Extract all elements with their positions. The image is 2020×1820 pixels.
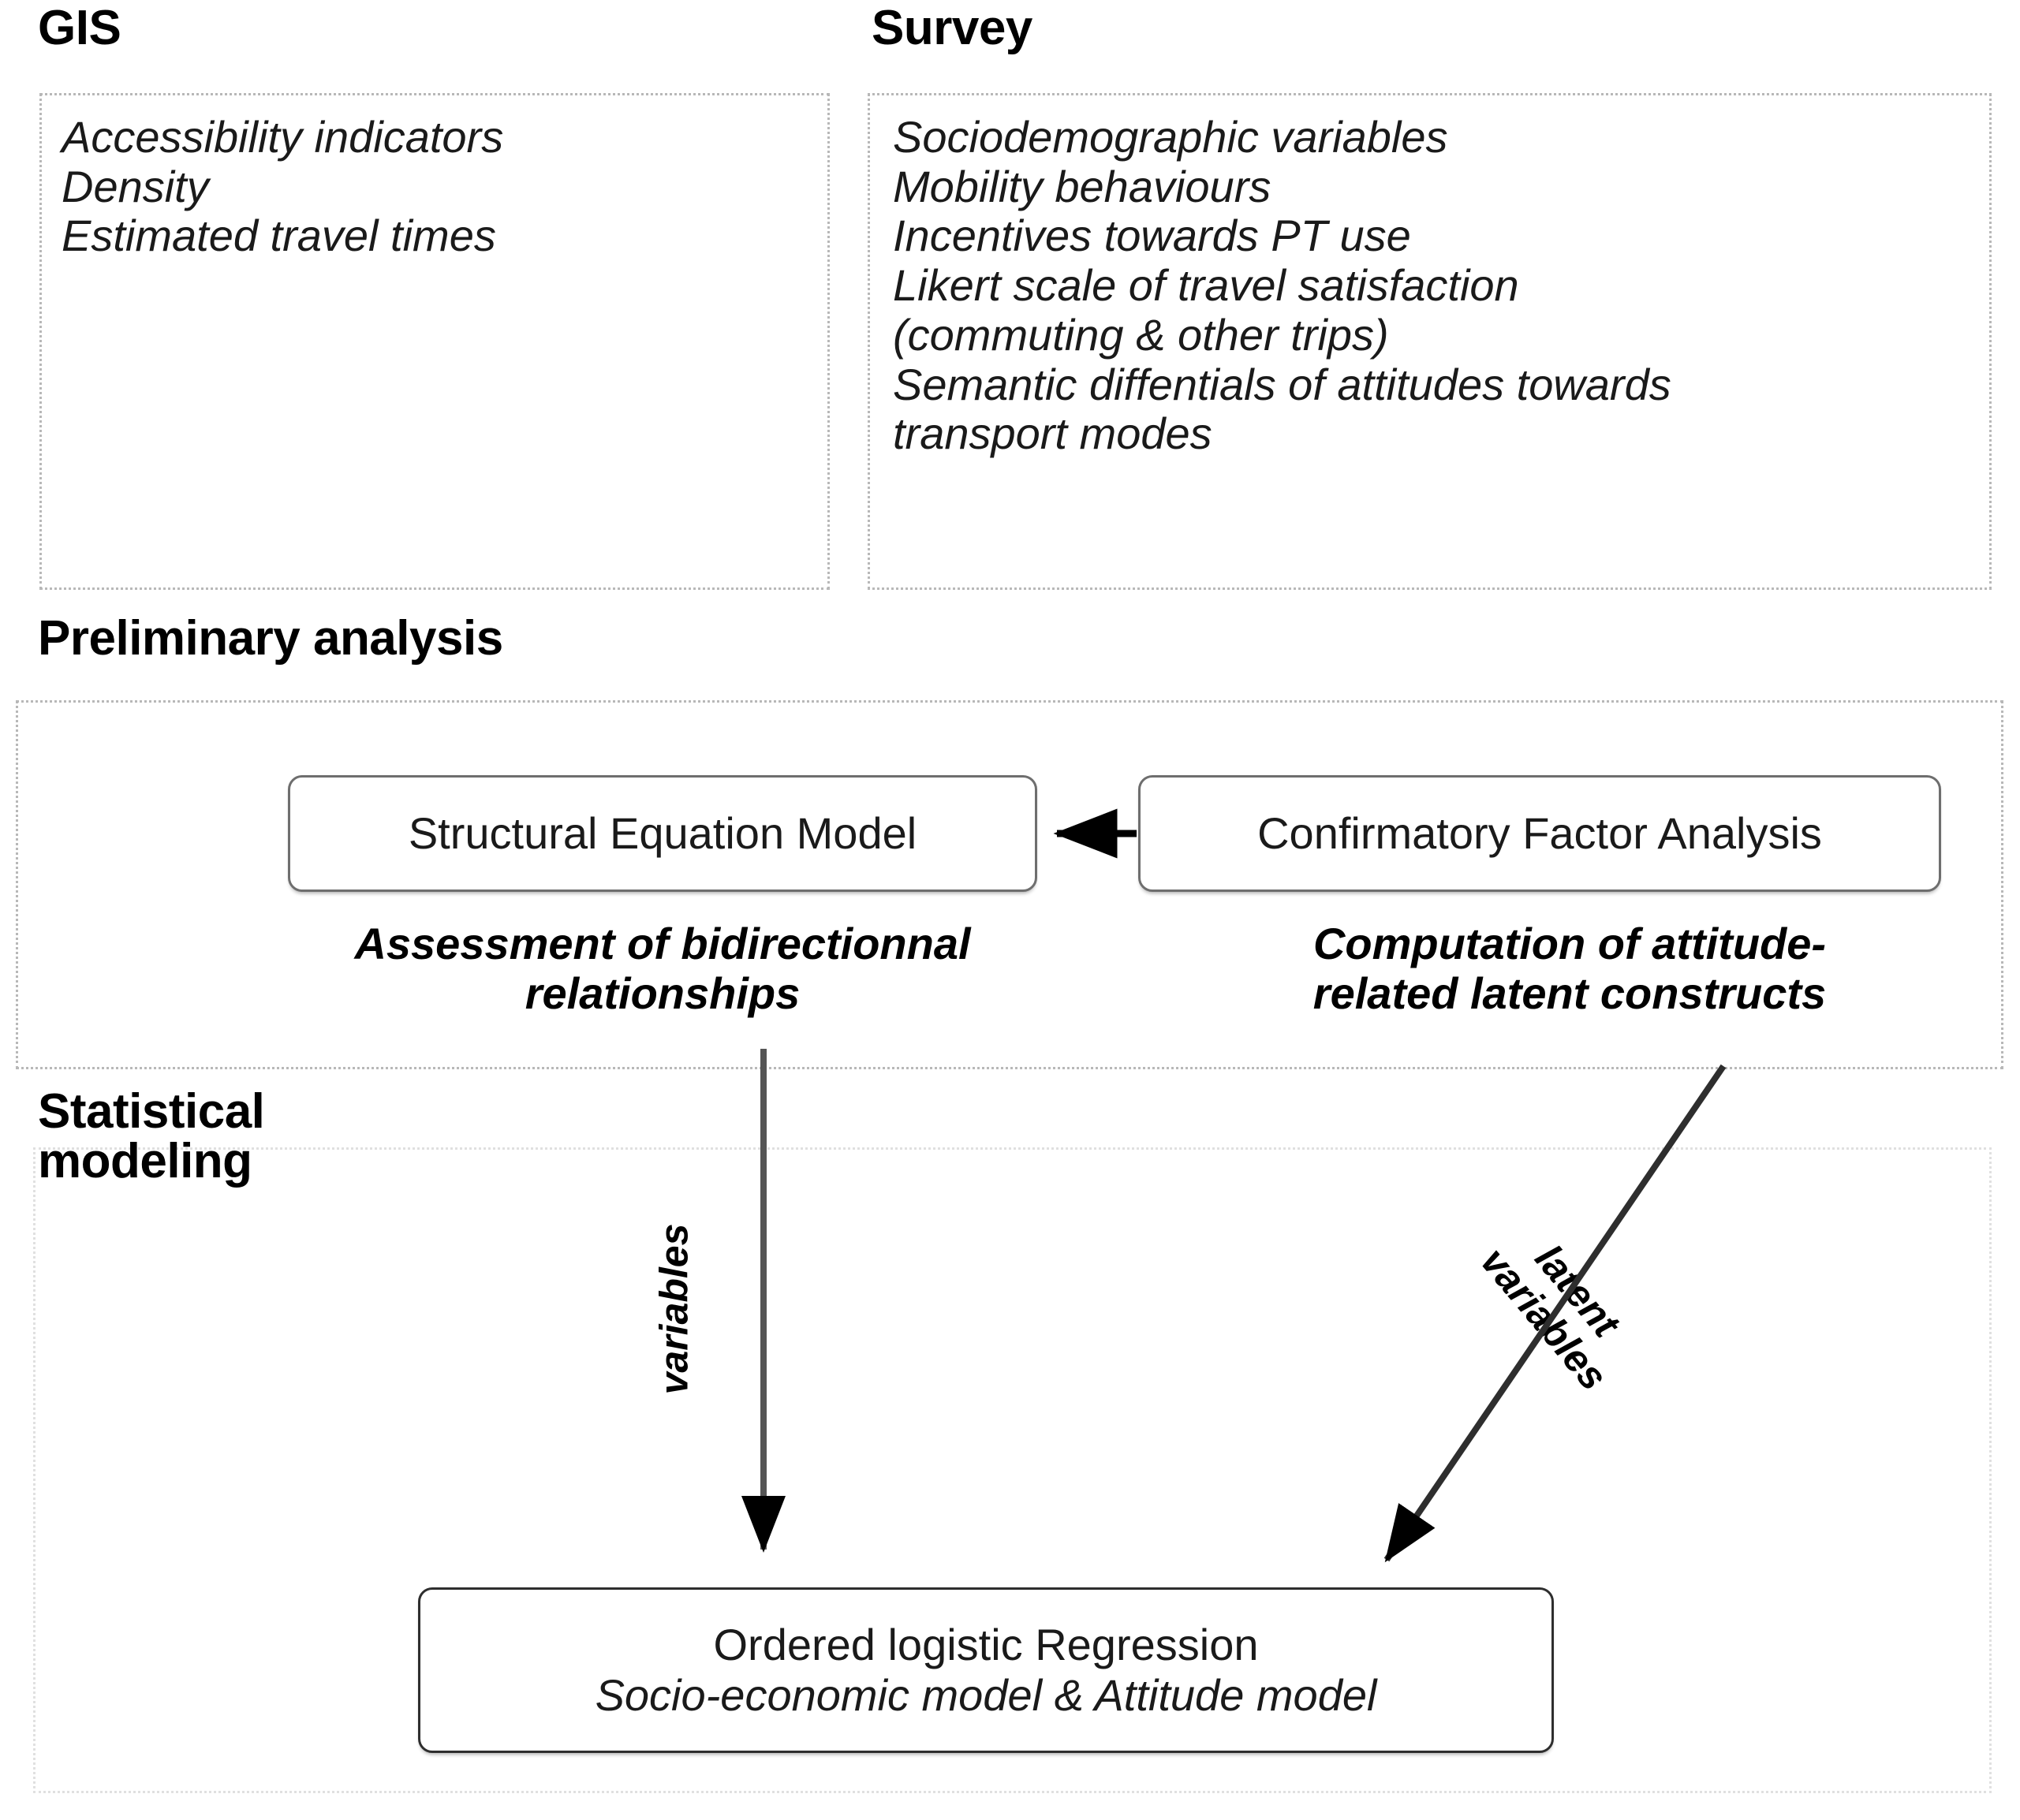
node-structural-equation-model[interactable]: Structural Equation Model bbox=[288, 775, 1037, 892]
gis-item-list: Accessibility indicators Density Estimat… bbox=[62, 112, 504, 261]
node-confirmatory-factor-analysis[interactable]: Confirmatory Factor Analysis bbox=[1138, 775, 1941, 892]
edge-label-variables: variables bbox=[652, 1223, 696, 1395]
statistical-modeling-heading: Statistical modeling bbox=[38, 1084, 265, 1189]
survey-item-list: Sociodemographic variables Mobility beha… bbox=[893, 112, 1671, 459]
survey-box bbox=[868, 93, 1992, 590]
node-structural-equation-model-label: Structural Equation Model bbox=[408, 807, 917, 858]
caption-cfa: Computation of attitude- related latent … bbox=[1312, 919, 1827, 1018]
node-ordered-logistic-regression[interactable]: Ordered logistic Regression Socio-econom… bbox=[418, 1587, 1554, 1753]
node-ordered-logistic-regression-subtitle: Socio-economic model & Attitude model bbox=[595, 1670, 1377, 1720]
node-ordered-logistic-regression-title: Ordered logistic Regression bbox=[713, 1620, 1259, 1670]
node-confirmatory-factor-analysis-label: Confirmatory Factor Analysis bbox=[1257, 807, 1822, 858]
caption-sem: Assessment of bidirectionnal relationshi… bbox=[354, 919, 971, 1018]
node-ordered-logistic-regression-lines: Ordered logistic Regression Socio-econom… bbox=[596, 1620, 1377, 1721]
gis-box bbox=[39, 93, 830, 590]
preliminary-analysis-heading: Preliminary analysis bbox=[38, 611, 503, 666]
gis-heading: GIS bbox=[38, 1, 121, 55]
survey-heading: Survey bbox=[872, 1, 1032, 55]
